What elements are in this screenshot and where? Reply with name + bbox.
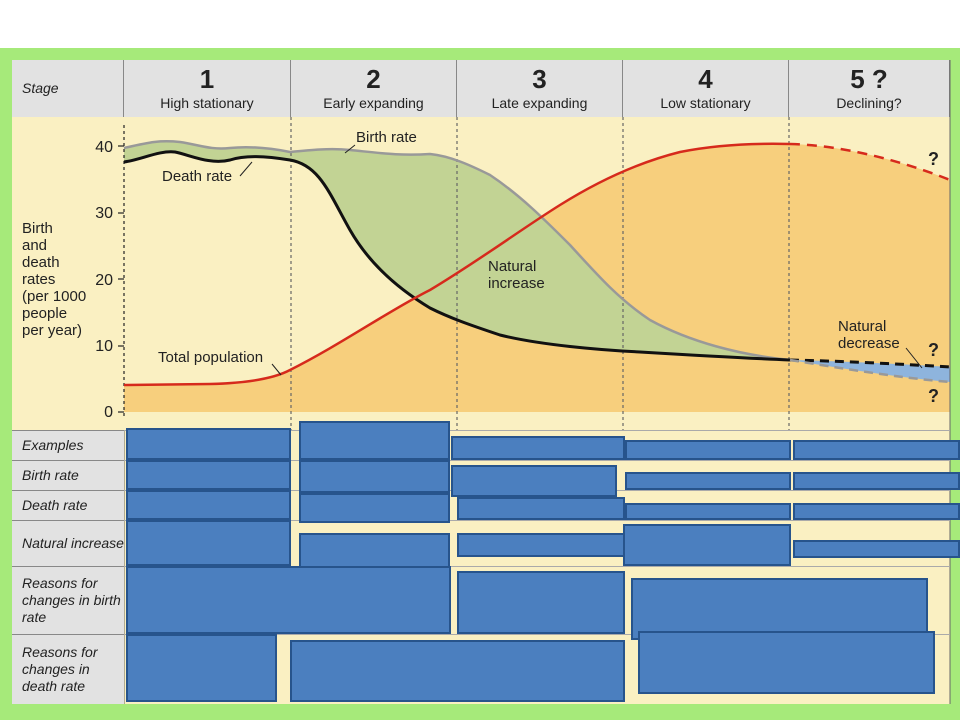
redaction-box	[126, 490, 291, 520]
redaction-box	[126, 634, 277, 702]
stage-2-name: Early expanding	[323, 95, 424, 111]
tick-40: 40	[95, 139, 113, 156]
population-projection	[789, 142, 951, 182]
stage-header-label: Stage	[12, 60, 124, 117]
redaction-box	[126, 520, 291, 566]
row-label-examples: Examples	[12, 430, 124, 460]
table-divider	[124, 566, 950, 567]
redaction-box	[457, 571, 625, 634]
table-divider	[124, 520, 950, 521]
redaction-box	[638, 631, 935, 694]
y-axis	[118, 125, 125, 416]
table-column-lines	[123, 60, 951, 704]
question-mark-death: ?	[928, 340, 939, 360]
yaxis-line-2: and	[22, 237, 47, 254]
redaction-box	[793, 503, 960, 520]
population-line	[123, 142, 791, 387]
row-label-birth-rate: Birth rate	[12, 460, 124, 490]
question-mark-birth: ?	[928, 386, 939, 406]
redaction-box	[793, 472, 960, 490]
stage-4-number: 4	[698, 64, 713, 94]
redaction-box	[457, 533, 625, 557]
stage-3-number: 3	[532, 64, 547, 94]
redaction-box	[126, 460, 291, 490]
redaction-box	[793, 540, 960, 558]
birth-rate-line	[123, 140, 791, 362]
total-population-label: Total population	[158, 349, 263, 366]
death-rate-label: Death rate	[162, 168, 232, 185]
redaction-box	[457, 497, 625, 520]
natural-increase-label-1: Natural	[488, 258, 536, 275]
natural-decrease-label-2: decrease	[838, 335, 900, 352]
stage-1-name: High stationary	[160, 95, 254, 111]
natural-decrease-label-1: Natural	[838, 318, 886, 335]
yaxis-line-6: people	[22, 305, 67, 322]
redaction-box	[126, 428, 291, 460]
redaction-box	[793, 440, 960, 460]
tick-30: 30	[95, 205, 113, 222]
redaction-box	[625, 472, 791, 490]
redaction-box	[299, 460, 450, 493]
stage-2-number: 2	[366, 64, 381, 94]
yaxis-line-7: per year)	[22, 322, 82, 339]
row-label-natural-increase: Natural increase	[12, 520, 124, 566]
redaction-box	[126, 566, 451, 634]
death-rate-leader	[239, 161, 253, 177]
table-divider	[124, 460, 950, 461]
birth-rate-leader	[344, 144, 356, 154]
redaction-box	[623, 524, 791, 566]
natural-increase-label-2: increase	[488, 275, 545, 292]
row-label-death-rate: Death rate	[12, 490, 124, 520]
redaction-box	[299, 421, 450, 460]
population-leader	[271, 363, 282, 376]
yaxis-line-4: rates	[22, 271, 55, 288]
stage-5-number: 5 ?	[850, 64, 888, 94]
tick-20: 20	[95, 272, 113, 289]
stage-4-name: Low stationary	[660, 95, 751, 111]
redaction-box	[631, 578, 928, 640]
redaction-box	[451, 465, 617, 497]
question-mark-population: ?	[928, 149, 939, 169]
yaxis-line-1: Birth	[22, 220, 53, 237]
row-label-reasons-death: Reasons for changes in death rate	[12, 634, 124, 704]
row-label-reasons-birth: Reasons for changes in birth rate	[12, 566, 124, 634]
yaxis-line-3: death	[22, 254, 60, 271]
death-rate-projection	[789, 358, 951, 369]
birth-rate-projection	[789, 358, 951, 384]
yaxis-line-5: (per 1000	[22, 288, 86, 305]
birth-rate-label: Birth rate	[356, 129, 417, 146]
tick-10: 10	[95, 338, 113, 355]
table-divider	[124, 634, 950, 635]
redaction-box	[290, 640, 625, 702]
stage-5-name: Declining?	[836, 95, 902, 111]
redaction-box	[625, 503, 791, 520]
table-divider	[124, 430, 950, 431]
death-rate-line	[123, 150, 791, 362]
tick-0: 0	[104, 404, 113, 421]
stage-3-name: Late expanding	[491, 95, 588, 111]
redaction-box	[299, 493, 450, 523]
redaction-box	[451, 436, 625, 460]
stage-label-text: Stage	[22, 80, 59, 96]
decrease-leader	[905, 347, 923, 369]
stage-1-number: 1	[199, 64, 215, 94]
redaction-box	[625, 440, 791, 460]
